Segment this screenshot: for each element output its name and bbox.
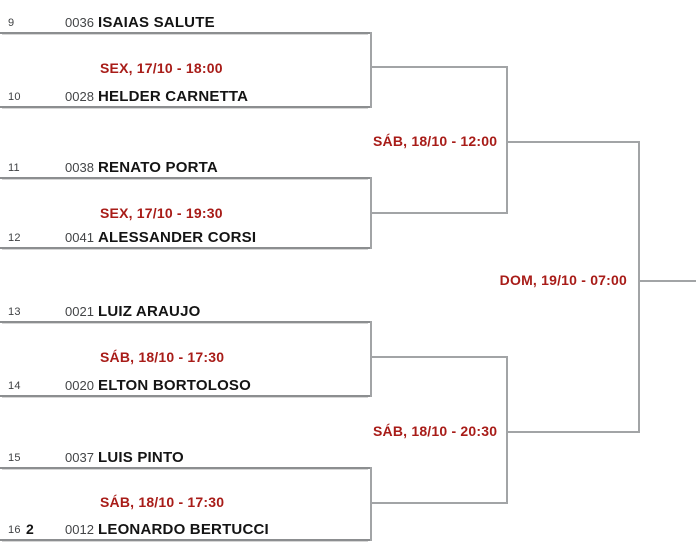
entry-number: 0037 [65, 450, 94, 465]
connector-line [370, 321, 372, 397]
player-row[interactable]: 16 2 0012 LEONARDO BERTUCCI [0, 517, 370, 541]
draw-position: 10 [8, 91, 21, 103]
player-name: HELDER CARNETTA [98, 88, 249, 105]
entry-number: 0012 [65, 522, 94, 537]
draw-position: 12 [8, 232, 21, 244]
entry-number: 0036 [65, 15, 94, 30]
player-row[interactable]: 9 0036 ISAIAS SALUTE [0, 10, 370, 34]
player-row[interactable]: 15 0037 LUIS PINTO [0, 445, 370, 469]
player-name: ISAIAS SALUTE [98, 14, 215, 31]
draw-position: 13 [8, 306, 21, 318]
draw-position: 11 [8, 162, 20, 174]
player-name: LUIZ ARAUJO [98, 303, 201, 320]
draw-position: 15 [8, 452, 21, 464]
entry-number: 0038 [65, 160, 94, 175]
player-name: RENATO PORTA [98, 159, 218, 176]
connector-line [506, 141, 638, 143]
player-row[interactable]: 13 0021 LUIZ ARAUJO [0, 299, 370, 323]
match-time[interactable]: SÁB, 18/10 - 20:30 [373, 423, 498, 439]
connector-line [370, 32, 372, 108]
connector-line [506, 66, 508, 214]
match-time[interactable]: SÁB, 18/10 - 17:30 [100, 494, 225, 510]
entry-number: 0041 [65, 230, 94, 245]
connector-line [370, 502, 506, 504]
player-name: LUIS PINTO [98, 449, 184, 466]
connector-line [370, 467, 372, 541]
match-time[interactable]: DOM, 19/10 - 07:00 [499, 272, 627, 288]
player-row[interactable]: 10 0028 HELDER CARNETTA [0, 84, 370, 108]
entry-number: 0021 [65, 304, 94, 319]
entry-number: 0020 [65, 378, 94, 393]
match-time[interactable]: SÁB, 18/10 - 12:00 [373, 133, 498, 149]
player-name: LEONARDO BERTUCCI [98, 521, 269, 538]
match-time[interactable]: SEX, 17/10 - 18:00 [100, 60, 223, 76]
player-row[interactable]: 12 0041 ALESSANDER CORSI [0, 225, 370, 249]
connector-line [638, 141, 640, 433]
connector-line [370, 212, 506, 214]
connector-line [638, 280, 696, 282]
match-time[interactable]: SEX, 17/10 - 19:30 [100, 205, 223, 221]
player-row[interactable]: 11 0038 RENATO PORTA [0, 155, 370, 179]
draw-position: 16 [8, 524, 21, 536]
connector-line [506, 431, 638, 433]
seed-number: 2 [26, 521, 34, 537]
player-name: ALESSANDER CORSI [98, 229, 257, 246]
connector-line [506, 356, 508, 504]
connector-line [370, 356, 506, 358]
match-time[interactable]: SÁB, 18/10 - 17:30 [100, 349, 225, 365]
draw-position: 14 [8, 380, 21, 392]
player-row[interactable]: 14 0020 ELTON BORTOLOSO [0, 373, 370, 397]
connector-line [370, 66, 506, 68]
draw-position: 9 [8, 17, 15, 29]
entry-number: 0028 [65, 89, 94, 104]
player-name: ELTON BORTOLOSO [98, 377, 252, 394]
